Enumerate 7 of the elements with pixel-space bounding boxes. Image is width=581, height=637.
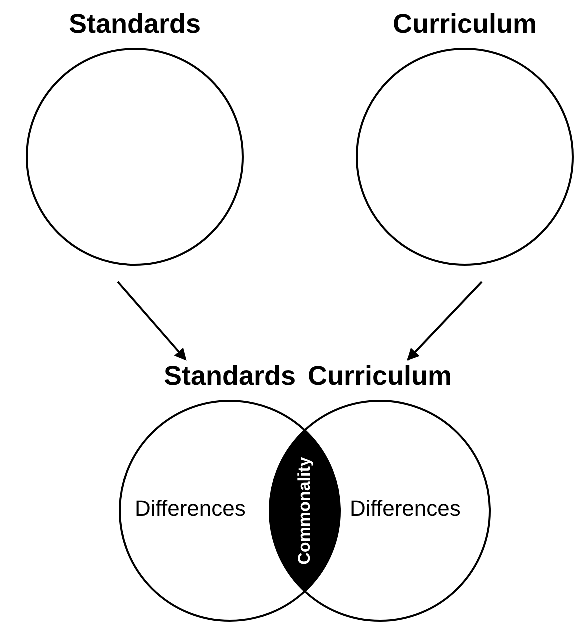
arrow bbox=[407, 281, 483, 361]
arrow bbox=[117, 281, 187, 361]
region-label: Differences bbox=[350, 496, 461, 522]
vertical-label: Commonality bbox=[295, 457, 315, 565]
region-label: Differences bbox=[135, 496, 246, 522]
heading: Curriculum bbox=[392, 8, 538, 40]
heading: Standards bbox=[68, 8, 202, 40]
